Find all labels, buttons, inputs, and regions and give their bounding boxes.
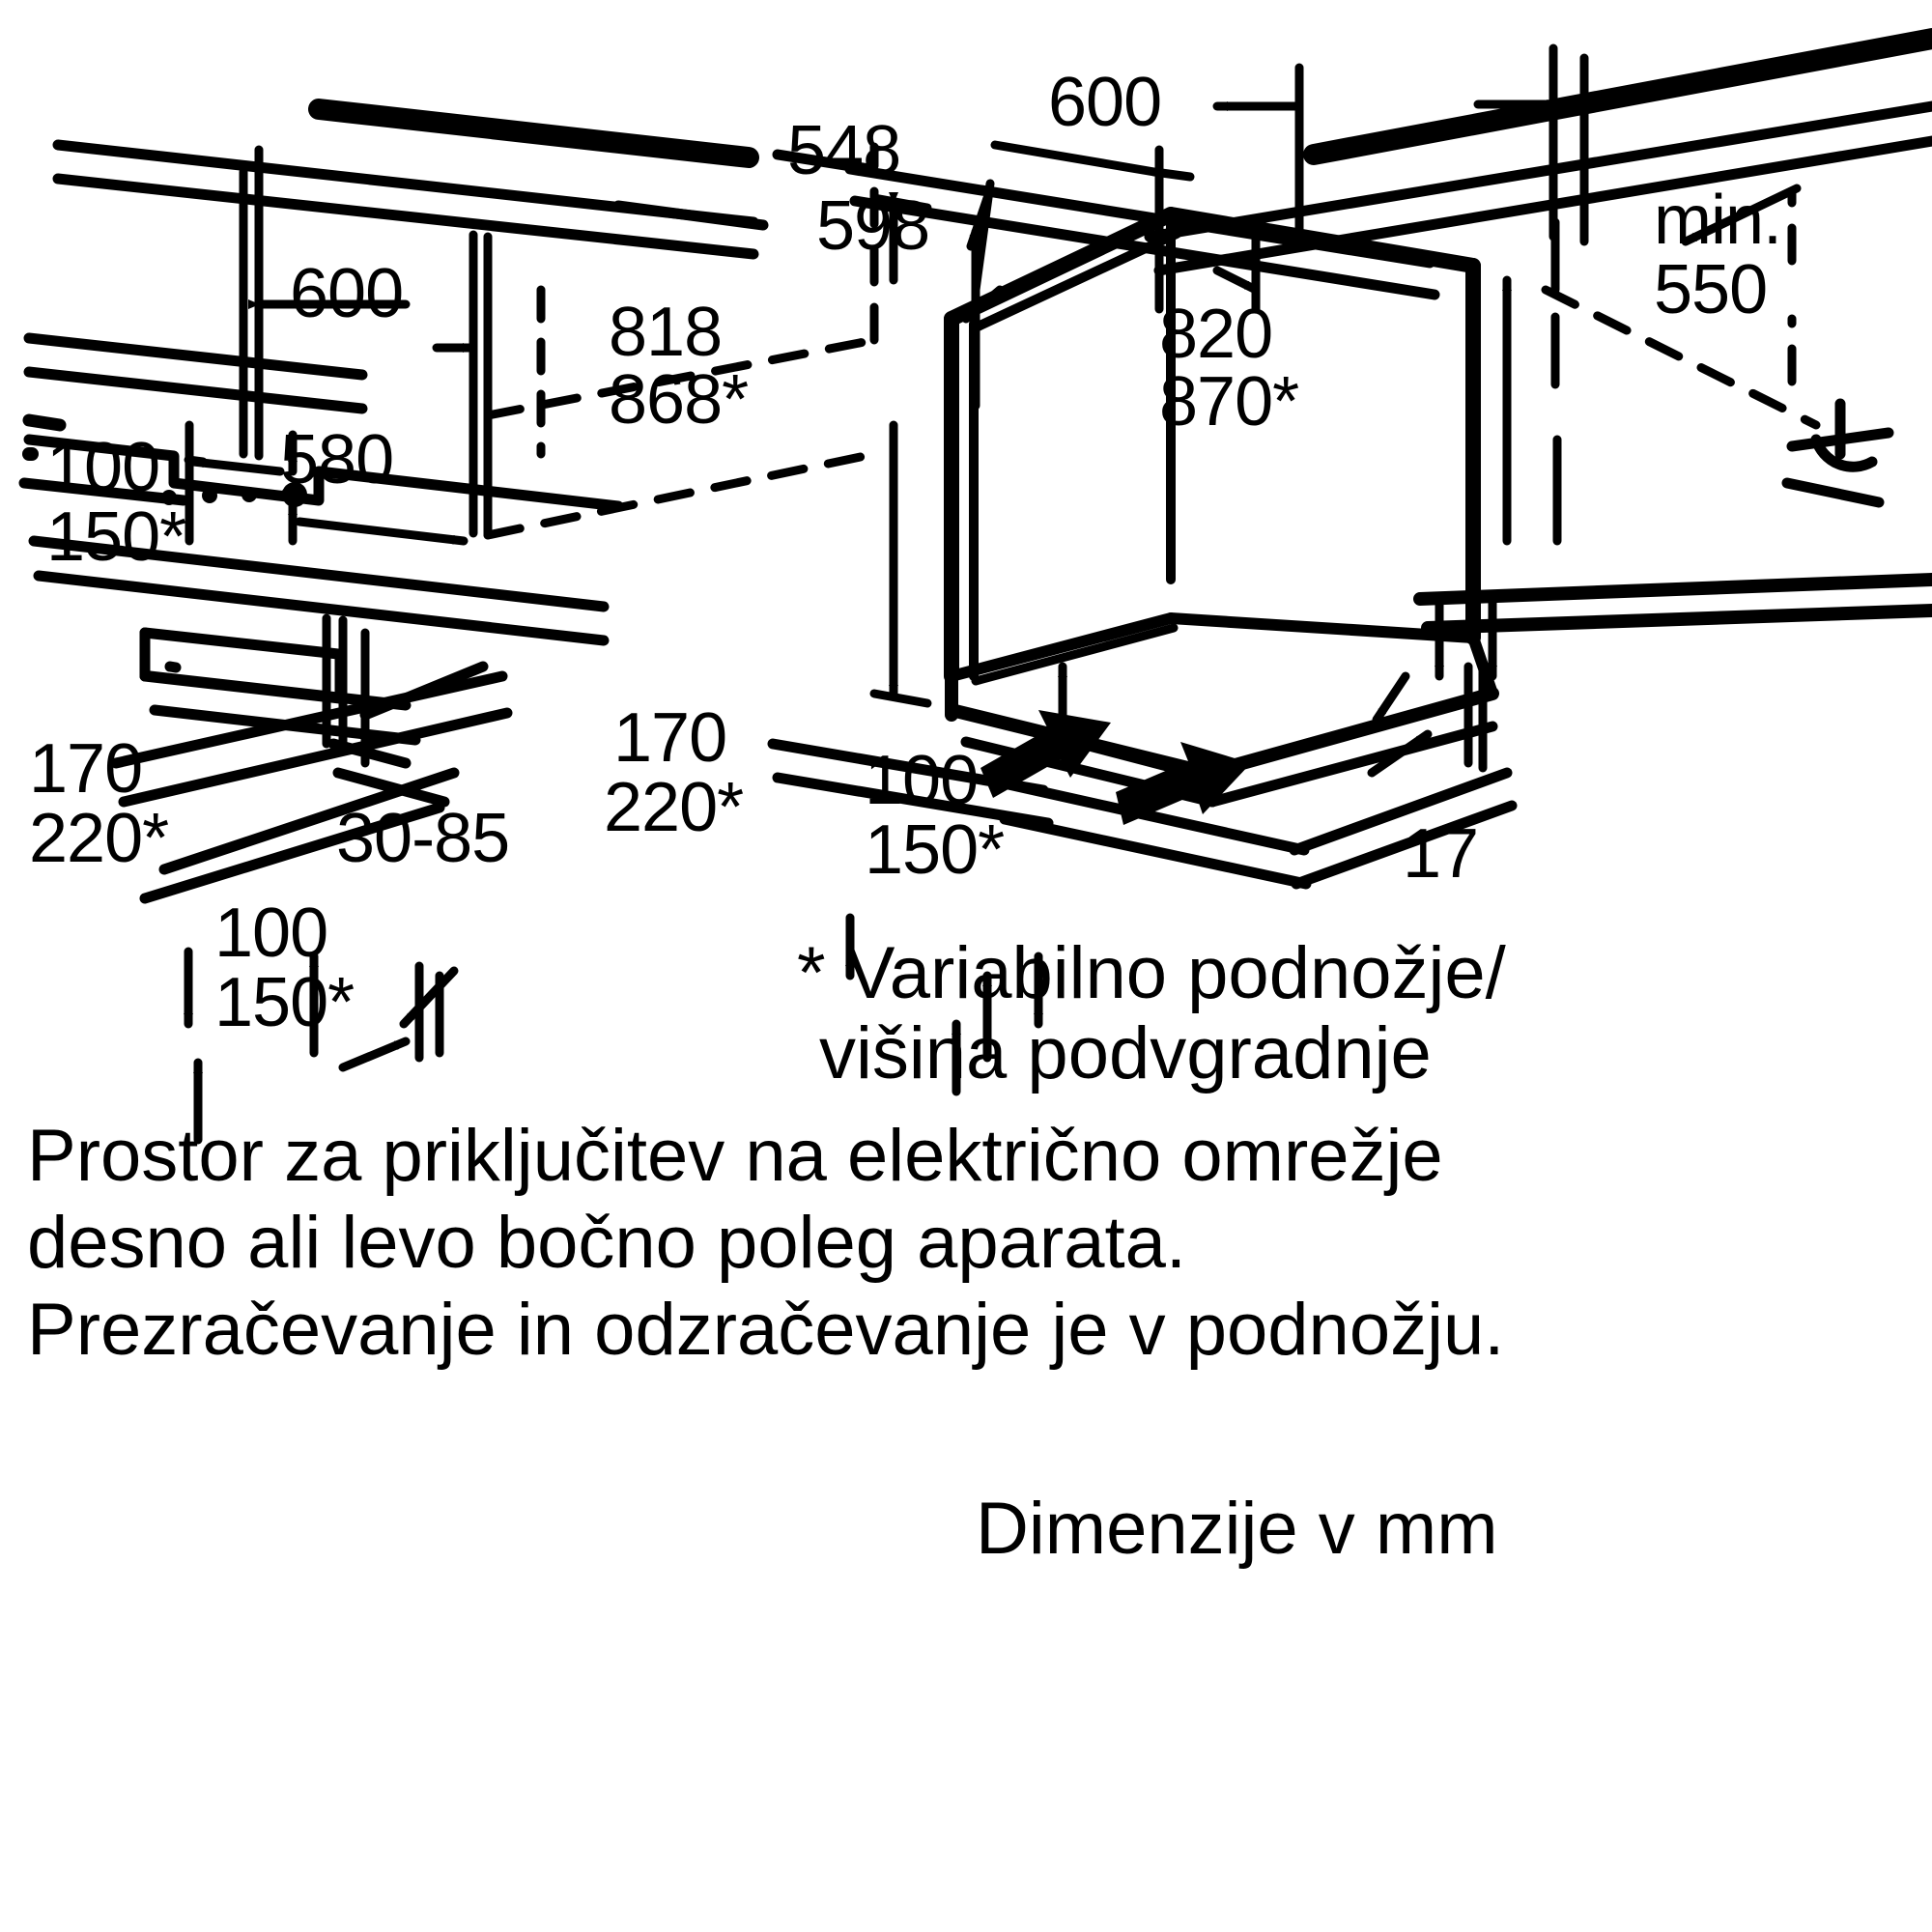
- dim-top-598: 598: [816, 187, 930, 265]
- plinth-detail-view: [110, 613, 513, 1145]
- dim-vent-100: 100: [865, 742, 979, 819]
- mains-connection-symbol: [1781, 398, 1894, 508]
- footnote-line-1: * Variabilno podnožje/: [797, 932, 1506, 1014]
- units-note: Dimenzije v mm: [976, 1488, 1498, 1570]
- dim-gap-17: 17: [1403, 815, 1479, 893]
- dim-detail-170: 170: [29, 730, 143, 808]
- body-text-line-1: Prostor za priključitev na električno om…: [27, 1115, 1443, 1197]
- dim-detail-220-star: 220*: [29, 800, 169, 877]
- dim-plinth-100: 100: [46, 429, 160, 506]
- dim-right-820: 820: [1159, 296, 1273, 373]
- dim-detail-100: 100: [214, 895, 328, 972]
- dim-niche-width-600: 600: [290, 255, 404, 332]
- appliance-3d-view: [767, 28, 1932, 1096]
- dim-min-550: 550: [1654, 251, 1768, 328]
- dim-right-870-star: 870*: [1159, 363, 1299, 440]
- airflow-out-arrow: [1116, 742, 1251, 825]
- dim-height-818: 818: [609, 294, 723, 371]
- airflow-in-arrow: [980, 710, 1111, 798]
- dim-vent-220-star: 220*: [604, 769, 744, 846]
- dim-height-868-star: 868*: [609, 361, 749, 439]
- dim-top-548: 548: [787, 112, 901, 189]
- footnote-line-2: višina podvgradnje: [819, 1012, 1432, 1094]
- dim-vent-170: 170: [613, 699, 727, 777]
- dim-plinth-150-star: 150*: [46, 498, 186, 576]
- dim-niche-depth-580: 580: [280, 421, 394, 498]
- body-text-line-2: desno ali levo bočno poleg aparata.: [27, 1202, 1187, 1284]
- dim-detail-30-85: 30-85: [336, 800, 510, 877]
- body-text-line-3: Prezračevanje in odzračevanje je v podno…: [27, 1289, 1505, 1371]
- dim-detail-150-star: 150*: [214, 964, 355, 1041]
- dim-top-600: 600: [1048, 64, 1162, 141]
- dim-min-label: min.: [1654, 182, 1782, 259]
- niche-cabinet-view: [18, 99, 879, 646]
- dim-vent-150-star: 150*: [865, 811, 1005, 889]
